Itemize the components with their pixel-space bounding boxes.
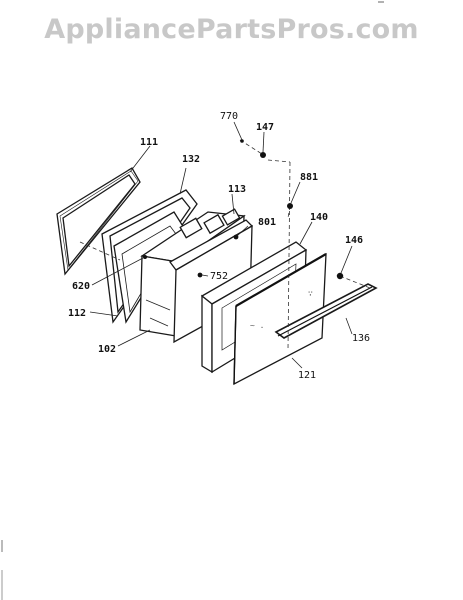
screw-752-icon [197, 272, 203, 278]
label-102: 102 [98, 344, 116, 355]
screw-881-icon [287, 203, 293, 209]
label-121: 121 [298, 370, 316, 381]
screw-770-icon [240, 139, 244, 143]
screw-147-icon [260, 152, 266, 158]
label-881: 881 [300, 172, 318, 183]
part-111-outer-glass [56, 167, 141, 276]
assembly-lines [79, 139, 371, 351]
label-111: 111 [140, 137, 158, 148]
leader-lines [89, 121, 353, 369]
fasteners [143, 139, 344, 280]
part-121-outer-door: ~ . ∵ [233, 252, 327, 386]
part-136-handle [274, 283, 378, 339]
svg-text:∵: ∵ [308, 289, 313, 298]
label-132: 132 [182, 154, 200, 165]
scan-edge-marks [1, 1, 384, 600]
label-112: 112 [68, 308, 86, 319]
label-113: 113 [228, 184, 246, 195]
label-146: 146 [345, 235, 363, 246]
label-136: 136 [352, 333, 370, 344]
screw-620-icon [143, 255, 147, 259]
label-770: 770 [220, 111, 238, 122]
label-140: 140 [310, 212, 328, 223]
label-620: 620 [72, 281, 90, 292]
screw-146-icon [336, 272, 344, 280]
watermark: AppliancePartsPros.com [44, 14, 419, 45]
part-labels: 770 147 881 111 132 113 801 140 146 620 … [68, 111, 370, 381]
svg-text:~ .: ~ . [250, 321, 264, 330]
label-752: 752 [210, 271, 228, 282]
label-147: 147 [256, 122, 274, 133]
part-113-insulation [169, 219, 254, 344]
label-801: 801 [258, 217, 276, 228]
